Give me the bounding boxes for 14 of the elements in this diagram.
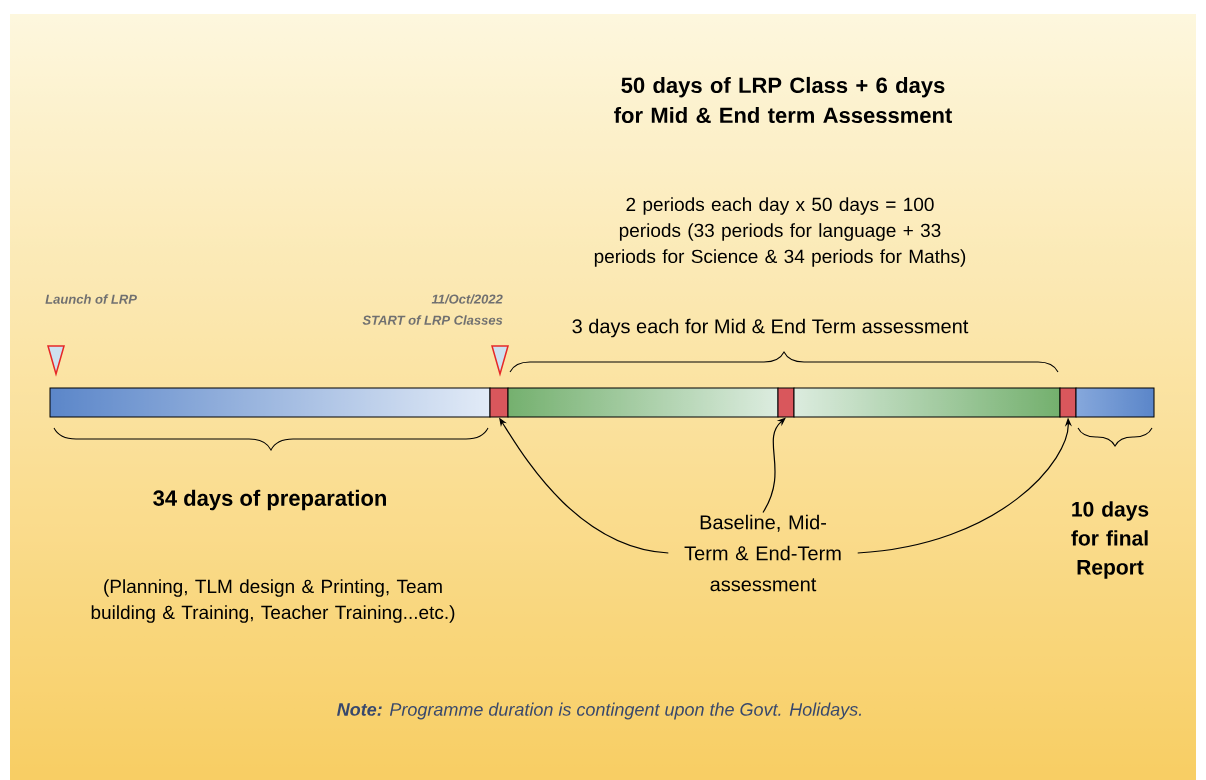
milestone-marker [1059, 387, 1077, 418]
heading: 50 days of LRP Class + 6 days for Mid & End term Assessment [614, 76, 952, 124]
note-text: Note: Programme duration is contingent upon the Govt. Holidays. [337, 702, 861, 720]
description-text: 2 periods each day x 50 days = 100 periods (33 periods for language + 33 periods for Science & 34 periods for Maths) [594, 197, 966, 267]
callout-text: Baseline, Mid-Term & End-Term assessment [684, 514, 841, 592]
brace-label: 3 days each for Mid & End Term assessment [572, 318, 969, 338]
milestone-label: START of LRP Classes [362, 315, 503, 325]
milestone-label: Launch of LRP [45, 294, 137, 304]
date-label: 11/Oct/2022 [431, 294, 503, 304]
description-text: (Planning, TLM design & Printing, Team building & Training, Teacher Training...etc.) [91, 579, 455, 623]
milestone-marker [777, 387, 795, 418]
phase-label: 34 days of preparation [153, 489, 386, 511]
milestone-marker [489, 387, 509, 418]
phase-label: 10 days for final Report [1071, 501, 1149, 579]
